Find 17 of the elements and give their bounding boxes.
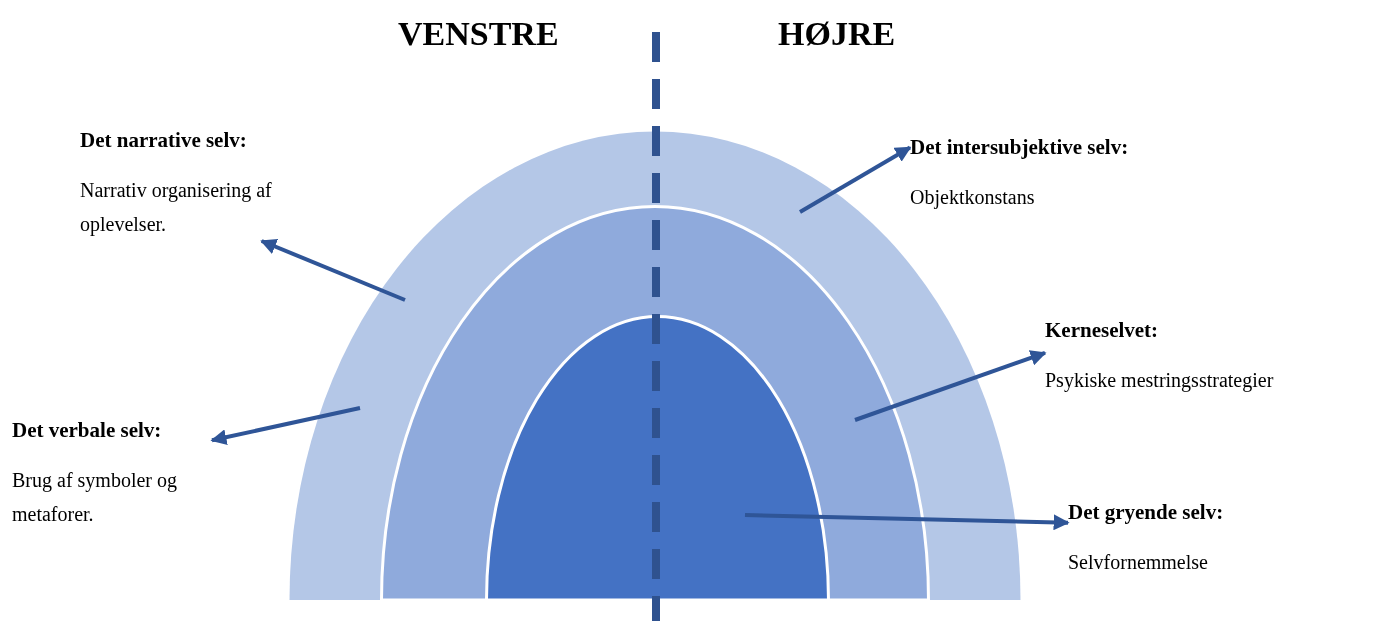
node-heading: Det verbale selv: — [12, 417, 163, 444]
side-heading: HØJRE — [778, 14, 896, 54]
arrow — [799, 145, 912, 214]
node-description: Selvfornemmelse — [1068, 550, 1209, 575]
node-description: Psykiske mestringsstrategier — [1045, 368, 1275, 394]
node-heading: Det gryende selv: — [1068, 499, 1225, 526]
node-description: Narrativ organisering af oplevelser. — [80, 178, 273, 238]
node-heading: Kerneselvet: — [1045, 317, 1160, 344]
arrow — [210, 406, 361, 446]
node-heading: Det narrative selv: — [80, 127, 248, 154]
node-heading: Det intersubjektive selv: — [910, 134, 1130, 161]
arrow — [744, 513, 1070, 531]
side-heading: VENSTRE — [398, 14, 559, 54]
node-description: Brug af symboler og metaforer. — [12, 468, 178, 527]
arrow — [260, 239, 406, 302]
node-description: Objektkonstans — [910, 185, 1036, 211]
arrow — [854, 350, 1047, 422]
